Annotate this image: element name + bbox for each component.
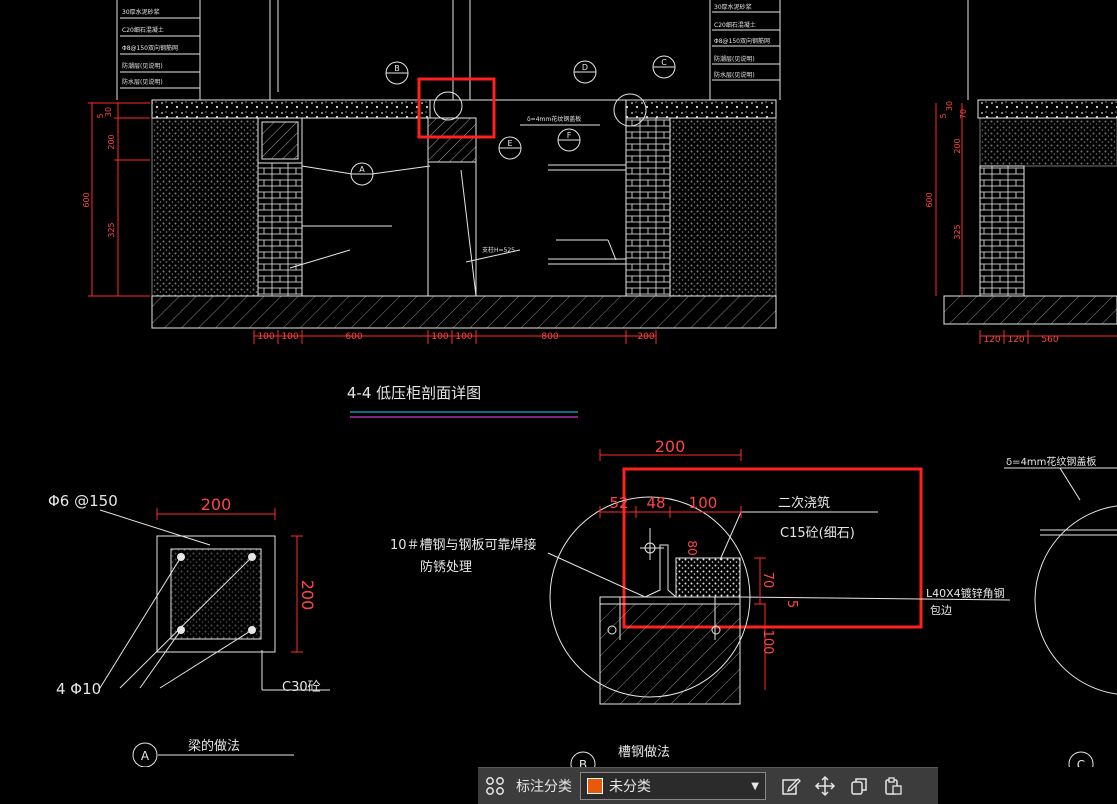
dim-left-3: 200 [107, 134, 116, 149]
bubble-b-label: B [394, 64, 400, 73]
dim-br-3: 560 [1041, 335, 1058, 345]
detail-a-dims [156, 508, 303, 653]
detail-a-title: 梁的做法 [188, 738, 240, 754]
detail-b-channel [547, 496, 1011, 767]
top-note-right-3: Φ8@150双向钢筋网 [714, 37, 770, 45]
highlight-box-large[interactable] [622, 467, 923, 629]
dim-right-4: 200 [953, 138, 962, 153]
dim-right-1: 5 [939, 113, 948, 118]
top-note-left-2: C20细石混凝土 [122, 26, 164, 34]
top-note-right-2: C20细石混凝土 [714, 21, 756, 29]
dim-br-1: 120 [983, 335, 1000, 345]
top-note-right-5: 防水层(见说明) [714, 71, 755, 79]
detail-b-title: 槽钢做法 [618, 745, 670, 760]
beam-rebar-top: Φ6 @150 [48, 492, 118, 510]
move-icon [814, 775, 836, 797]
channel-dim-f: 5 [784, 600, 799, 608]
classification-dropdown[interactable]: 未分类 ▼ [580, 772, 766, 800]
highlight-box-small[interactable] [417, 77, 496, 139]
top-note-left-4: 防潮层(见说明) [122, 62, 163, 70]
paste-icon [885, 777, 902, 795]
channel-label-c15: C15砼(细石) [780, 526, 855, 541]
top-note-left-3: Φ8@150双向钢筋网 [122, 44, 178, 52]
detail-a-marker: A [141, 749, 150, 763]
dim-right-5: 600 [925, 192, 934, 207]
channel-label-grout: 二次浇筑 [778, 495, 830, 511]
detail-c-marker: C [1077, 758, 1085, 767]
detail-b-marker: B [579, 758, 587, 767]
detail-c-plate-note: δ=4mm花纹钢盖板 [1006, 455, 1096, 468]
dim-left-4: 600 [82, 192, 91, 207]
beam-rebar-bottom: 4 Φ10 [56, 680, 101, 698]
channel-label-angle: L40X4镀锌角钢 [926, 586, 1005, 600]
classification-label: 标注分类 [516, 779, 572, 795]
bubble-a-label: A [359, 165, 365, 174]
channel-dim-a: 52 [609, 494, 628, 512]
dimension-lines [88, 102, 1117, 344]
section-bubbles [350, 55, 676, 186]
channel-dim-g: 100 [760, 630, 775, 655]
detail-b-dims [599, 449, 766, 690]
toolbar-grid-button[interactable] [478, 769, 512, 803]
top-note-left-1: 30厚水泥砂浆 [122, 8, 160, 16]
dim-bottom-6: 800 [541, 332, 558, 342]
dim-bottom-1: 100 [257, 332, 274, 342]
bubble-f-label: F [567, 131, 572, 140]
dim-left-5: 325 [107, 222, 116, 237]
dim-bottom-4: 100 [431, 332, 448, 342]
detail-a-beam [99, 509, 330, 767]
annotation-toolbar: 标注分类 未分类 ▼ [478, 767, 938, 804]
top-notes-right [709, 0, 781, 100]
dim-bottom-5: 100 [455, 332, 472, 342]
dim-left-1: 5 [96, 113, 105, 118]
bubble-e-label: E [507, 139, 512, 148]
bubble-c-label: C [661, 58, 667, 67]
top-notes-left [116, 0, 201, 100]
dim-right-2: 30 [945, 101, 954, 111]
channel-dim-b: 48 [646, 494, 665, 512]
channel-label-angle2: 包边 [930, 604, 952, 617]
beam-width-dim: 200 [201, 495, 232, 514]
cad-drawing-canvas[interactable]: B D C A E F δ=4mm花纹钢盖板 支柱H=525 30厚水泥砂浆 C… [0, 0, 1117, 767]
dim-br-2: 120 [1007, 335, 1024, 345]
dim-bottom-3: 600 [345, 332, 362, 342]
channel-dim-c: 100 [689, 494, 718, 512]
dim-right-3: 70 [959, 109, 968, 119]
dim-bottom-2: 100 [281, 332, 298, 342]
category-color-swatch [587, 778, 603, 794]
classification-selected: 未分类 [609, 779, 651, 795]
dim-bottom-7: 200 [637, 332, 654, 342]
channel-label-channel: 10＃槽钢与钢板可靠焊接 [390, 537, 537, 553]
toolbar-edit-button[interactable] [774, 769, 808, 803]
section-title: 4-4 低压柜剖面详图 [347, 384, 481, 402]
toolbar-paste-button[interactable] [876, 769, 910, 803]
bubble-d-label: D [582, 63, 588, 72]
beam-concrete: C30砼 [282, 680, 321, 695]
note-h: 支柱H=525 [482, 246, 515, 254]
top-note-right-1: 30厚水泥砂浆 [714, 3, 752, 11]
detail-c-partial [1004, 467, 1117, 767]
top-note-left-5: 防水层(见说明) [122, 78, 163, 86]
toolbar-copy-button[interactable] [842, 769, 876, 803]
channel-dim-e: 70 [760, 572, 775, 589]
chevron-down-icon: ▼ [751, 780, 759, 792]
copy-icon [851, 778, 867, 795]
top-note-right-4: 防潮层(见说明) [714, 55, 755, 63]
grid-icon [486, 777, 504, 795]
channel-dim-total: 200 [655, 437, 686, 456]
edit-icon [782, 778, 801, 795]
channel-label-rust: 防锈处理 [420, 559, 472, 575]
dim-left-2: 30 [104, 107, 113, 117]
toolbar-move-button[interactable] [808, 769, 842, 803]
beam-height-dim: 200 [298, 580, 317, 611]
channel-dim-d: 80 [685, 540, 699, 555]
note-plate: δ=4mm花纹钢盖板 [527, 115, 581, 123]
section-4-4-drawing [116, 0, 1117, 329]
dim-right-6: 325 [953, 224, 962, 239]
